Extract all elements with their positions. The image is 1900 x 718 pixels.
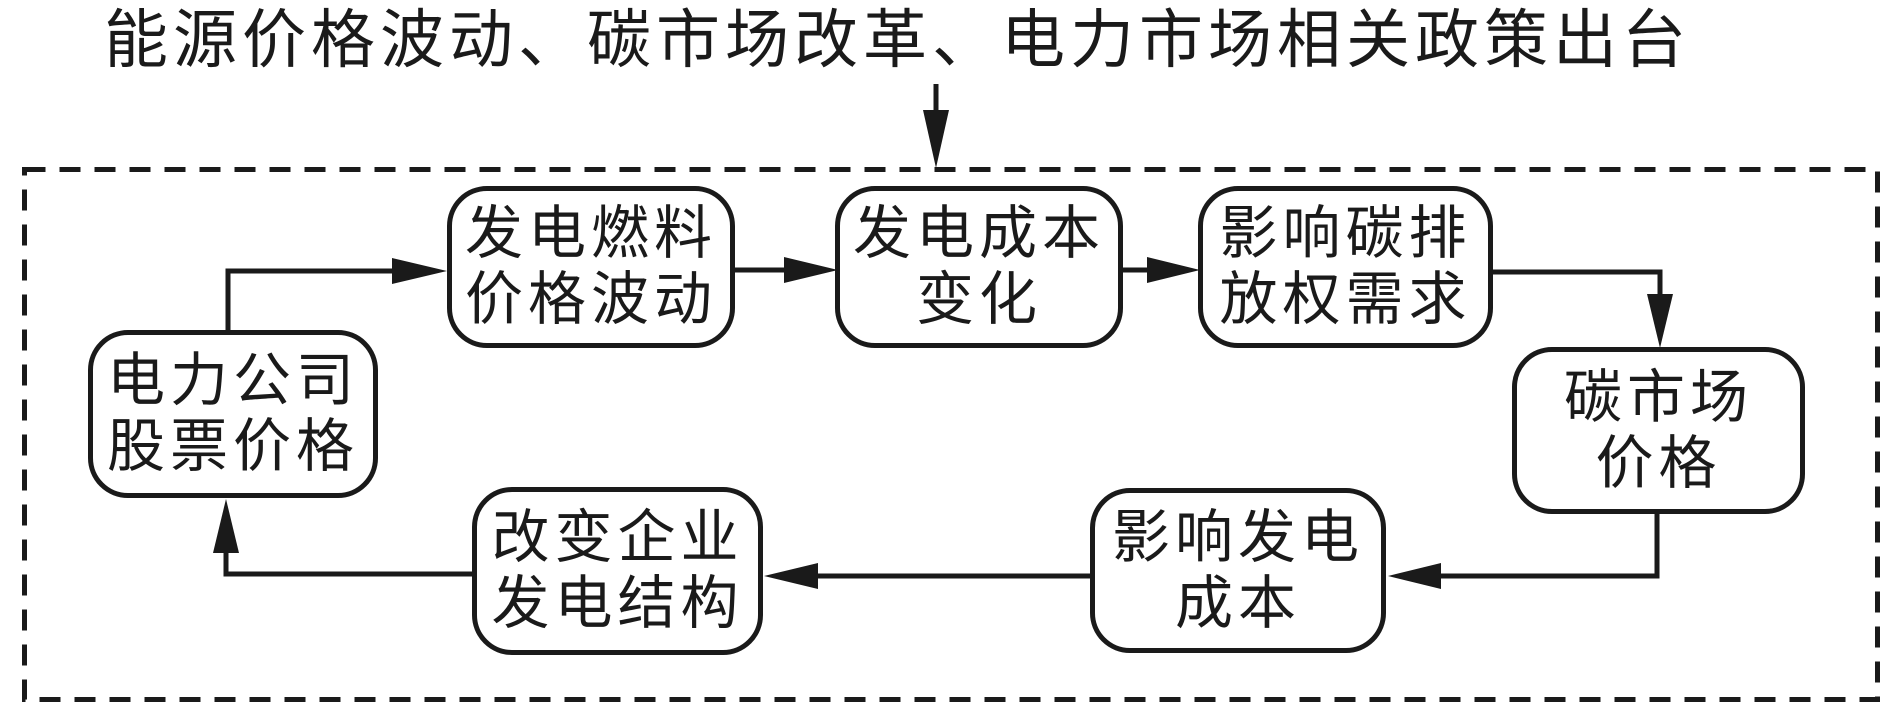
node-label-line: 改变企业 [491, 505, 744, 570]
node-generation-cost-change: 发电成本 变化 [835, 186, 1123, 348]
arrowhead-into-demand-icon [1147, 257, 1200, 283]
system-boundary-dashed-box [22, 167, 1880, 702]
node-label-line: 发电燃料 [464, 201, 717, 266]
arrowhead-into-stock-icon [213, 499, 239, 553]
node-label-line: 发电成本 [852, 201, 1105, 266]
node-carbon-market-price: 碳市场 价格 [1512, 347, 1805, 514]
arrowhead-into-cost-icon [784, 257, 838, 283]
node-label-line: 股票价格 [106, 414, 359, 479]
policy-events-title: 能源价格波动、碳市场改革、电力市场相关政策出台 [104, 5, 1691, 76]
arrowhead-into-carbon-price-icon [1647, 294, 1673, 348]
node-carbon-allowance-demand: 影响碳排 放权需求 [1198, 186, 1493, 348]
node-label-line: 影响发电 [1111, 504, 1364, 570]
edge-demand-to-carbon-price [1493, 269, 1663, 294]
edge-mix-to-stock [223, 553, 472, 577]
arrowhead-policy-down-icon [923, 110, 949, 168]
node-label-line: 放权需求 [1219, 267, 1472, 332]
node-label-line: 变化 [915, 267, 1042, 332]
node-label-line: 价格 [1595, 430, 1722, 496]
node-generation-fuel-price-fluctuation: 发电燃料 价格波动 [447, 186, 735, 348]
node-label-line: 成本 [1174, 570, 1301, 636]
arrowhead-into-mix-icon [764, 563, 818, 589]
node-affect-generation-cost: 影响发电 成本 [1090, 488, 1386, 653]
edge-carbon-price-to-gencost [1441, 514, 1660, 579]
node-change-generation-structure: 改变企业 发电结构 [472, 487, 763, 655]
arrowhead-into-gencost-icon [1388, 563, 1441, 589]
node-label-line: 发电结构 [491, 571, 744, 636]
node-power-company-stock-price: 电力公司 股票价格 [88, 330, 378, 498]
node-label-line: 价格波动 [464, 267, 717, 332]
node-label-line: 影响碳排 [1219, 201, 1472, 266]
node-label-line: 电力公司 [106, 348, 359, 413]
node-label-line: 碳市场 [1563, 364, 1753, 430]
edge-stock-to-fuel [225, 268, 392, 332]
arrowhead-into-fuel-icon [392, 258, 447, 284]
